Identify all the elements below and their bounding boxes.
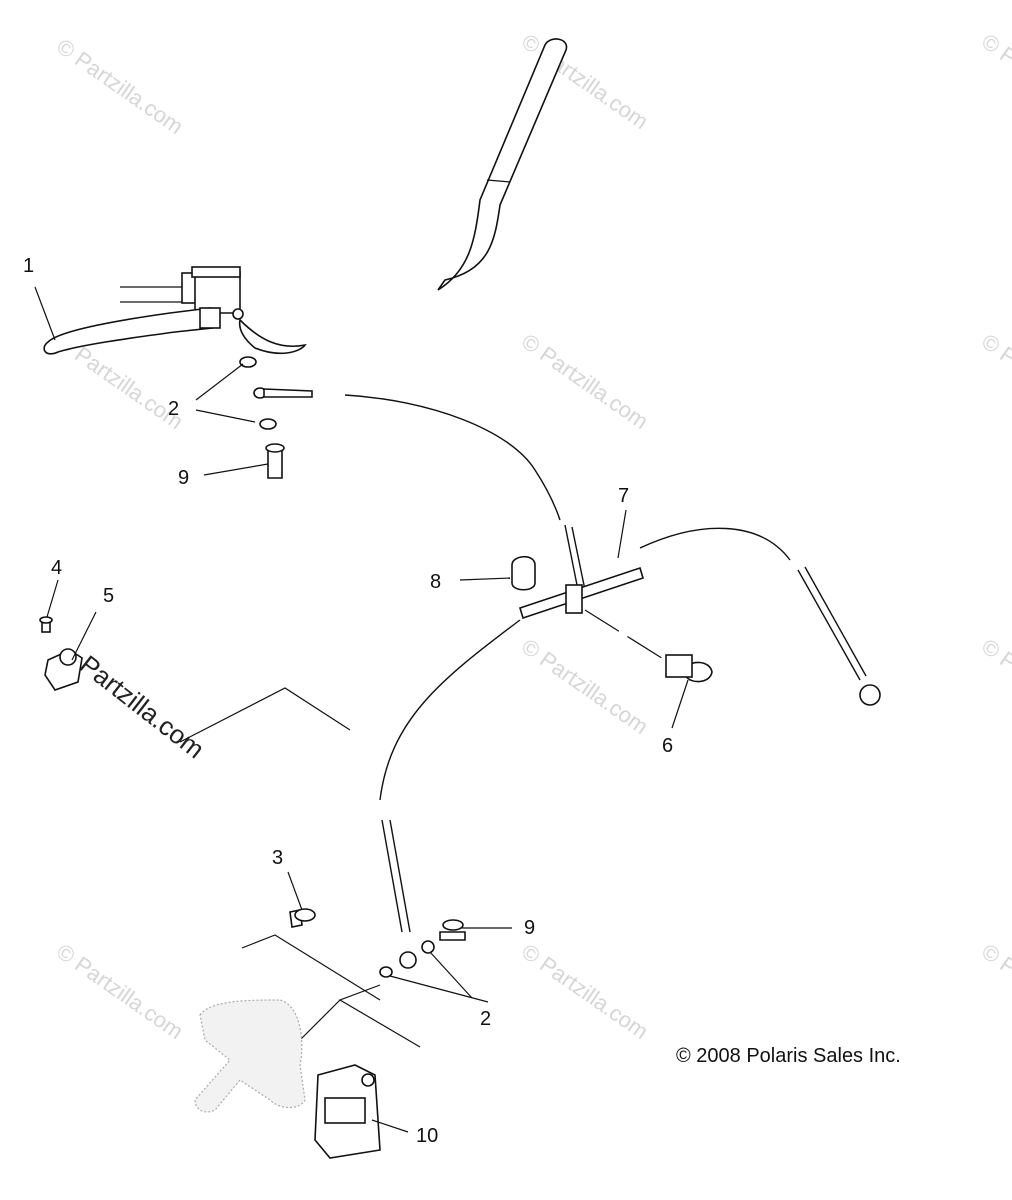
watermark-5: © Partzilla.com bbox=[517, 329, 653, 435]
watermark-11: © Partzilla.com bbox=[977, 939, 1012, 1045]
callout-2-upper: 2 bbox=[168, 398, 179, 420]
copyright-text: © 2008 Polaris Sales Inc. bbox=[676, 1045, 901, 1067]
watermarks: © Partzilla.com © Partzilla.com © Partzi… bbox=[52, 29, 1012, 1045]
callout-8: 8 bbox=[430, 571, 441, 593]
callout-2-lower: 2 bbox=[480, 1008, 491, 1030]
lower-fittings bbox=[289, 908, 466, 978]
upper-fittings bbox=[239, 356, 313, 479]
handlebar-icon bbox=[238, 38, 568, 355]
callouts: 1 2 9 4 5 8 7 6 3 9 2 10 bbox=[23, 255, 673, 1147]
watermark-8: © Partzilla.com bbox=[977, 634, 1012, 740]
watermark-7: © Partzilla.com bbox=[517, 634, 653, 740]
watermark-main: Partzilla.com bbox=[74, 649, 210, 764]
cable-retainer-icon bbox=[39, 616, 83, 691]
watermark-9: © Partzilla.com bbox=[52, 939, 188, 1045]
brake-junction-icon bbox=[511, 555, 713, 683]
watermark-10: © Partzilla.com bbox=[517, 939, 653, 1045]
watermark-3: © Partzilla.com bbox=[977, 29, 1012, 135]
steering-knuckle-icon bbox=[194, 999, 306, 1113]
watermark-6: © Partzilla.com bbox=[977, 329, 1012, 435]
callout-leaders bbox=[34, 286, 689, 1133]
callout-6: 6 bbox=[662, 735, 673, 757]
callout-5: 5 bbox=[103, 585, 114, 607]
assembly-leaders bbox=[179, 687, 421, 1048]
callout-3: 3 bbox=[272, 847, 283, 869]
callout-7: 7 bbox=[618, 485, 629, 507]
brake-caliper-icon bbox=[314, 1064, 381, 1159]
callout-1: 1 bbox=[23, 255, 34, 277]
callout-10: 10 bbox=[416, 1125, 438, 1147]
callout-4: 4 bbox=[51, 557, 62, 579]
watermark-1: © Partzilla.com bbox=[52, 34, 188, 140]
callout-9-upper: 9 bbox=[178, 467, 189, 489]
callout-9-lower: 9 bbox=[524, 917, 535, 939]
brake-lever-assembly-icon bbox=[43, 266, 244, 355]
brake-line-icon bbox=[344, 394, 881, 969]
